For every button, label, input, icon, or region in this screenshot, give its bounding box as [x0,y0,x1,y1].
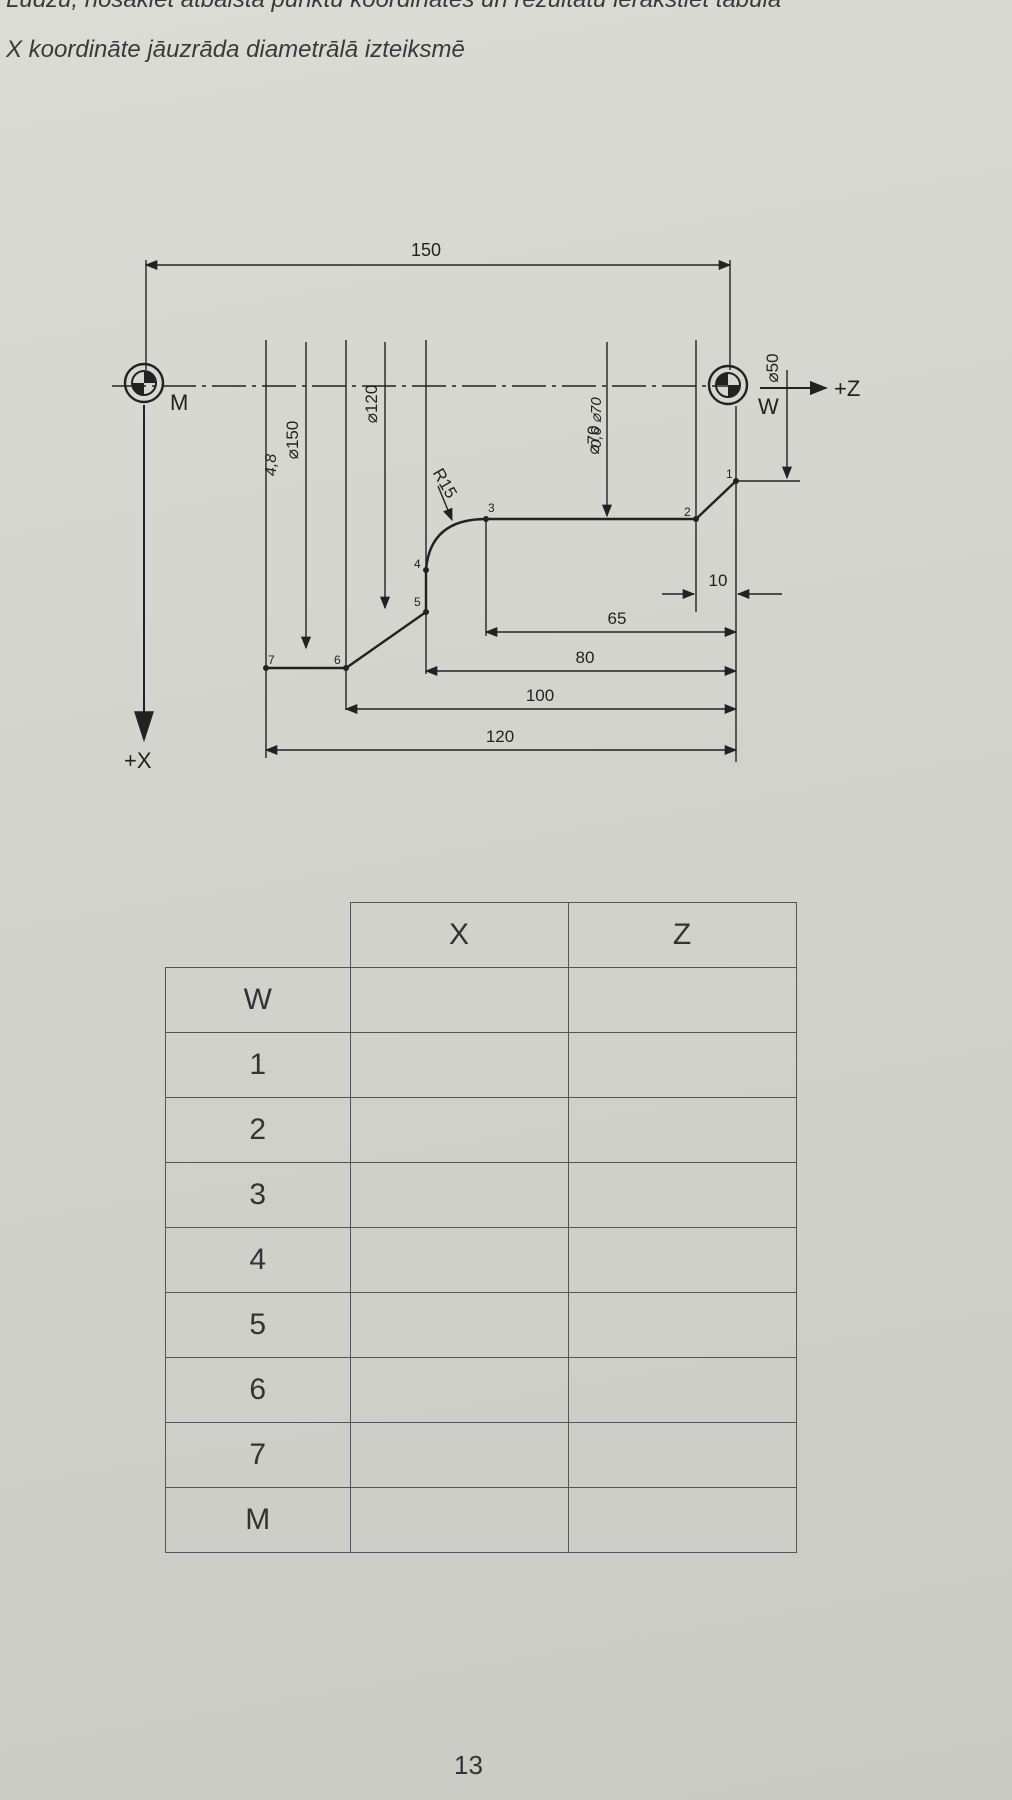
row-label: M [165,1487,351,1553]
handwritten-near-d70: 0,6 ⌀70 [588,397,605,448]
table-row: M [165,1487,797,1553]
cell-x[interactable] [349,1292,569,1358]
cell-z[interactable] [567,1097,797,1163]
cell-z[interactable] [567,967,797,1033]
cell-x[interactable] [349,1487,569,1553]
label-w: W [758,394,779,419]
x-axis-arrowhead [134,711,154,743]
coordinate-table: X Z W 1 2 3 4 5 6 7 M [165,902,797,1553]
table-corner-cell [165,902,350,968]
label-d70: ⌀70 [584,425,603,454]
row-label: W [165,967,351,1033]
part-profile [266,480,737,670]
label-m: M [170,390,188,415]
workpiece-origin-symbol [707,364,749,406]
point-1-dot [733,478,739,484]
cell-x[interactable] [349,1097,569,1163]
turning-part-drawing: 150 M W +Z +X ⌀150 4,8 ⌀120 ⌀70 0,6 ⌀70 … [112,240,860,773]
label-d120: ⌀120 [362,385,381,424]
row-label: 2 [165,1097,351,1163]
cell-x[interactable] [349,1227,569,1293]
row-label: 1 [165,1032,351,1098]
label-100: 100 [526,686,554,705]
cell-z[interactable] [567,1292,797,1358]
row-label: 5 [165,1292,351,1358]
point-3-dot [483,516,489,522]
label-80: 80 [576,648,595,667]
label-d150: ⌀150 [283,421,302,460]
cell-z[interactable] [567,1422,797,1488]
label-point-2: 2 [684,505,691,519]
cell-x[interactable] [349,967,569,1033]
cell-z[interactable] [567,1162,797,1228]
label-d50: ⌀50 [763,353,782,382]
cell-z[interactable] [567,1227,797,1293]
label-10: 10 [709,571,728,590]
label-point-6: 6 [334,653,341,667]
point-4-dot [423,567,429,573]
label-r15: R15 [429,465,461,502]
point-6-dot [343,665,349,671]
table-row: W [165,967,797,1033]
table-row: 6 [165,1357,797,1423]
point-2-dot [693,516,699,522]
handwritten-near-d150: 4,8 [263,454,280,476]
label-point-3: 3 [488,501,495,515]
cell-x[interactable] [349,1162,569,1228]
label-point-7: 7 [268,653,275,667]
instruction-line-2: X koordināte jāuzrāda diametrālā izteiks… [6,36,465,63]
instruction-line-1: Lūdzu, nosakiet atbalsta punktu koordinā… [6,0,1006,14]
point-7-dot [263,665,269,671]
label-point-5: 5 [414,595,421,609]
table-row: 7 [165,1422,797,1488]
row-label: 3 [165,1162,351,1228]
table-row: 5 [165,1292,797,1358]
cell-x[interactable] [349,1357,569,1423]
label-65: 65 [608,609,627,628]
header-z: Z [567,902,797,968]
label-point-4: 4 [414,557,421,571]
cell-z[interactable] [567,1032,797,1098]
label-120: 120 [486,727,514,746]
table-row: 1 [165,1032,797,1098]
machine-origin-symbol [123,362,165,404]
point-5-dot [423,609,429,615]
page-number: 13 [454,1750,483,1780]
r15-leader [437,485,453,522]
cell-z[interactable] [567,1357,797,1423]
label-z: +Z [834,376,860,401]
table-row: 4 [165,1227,797,1293]
cell-x[interactable] [349,1422,569,1488]
cell-x[interactable] [349,1032,569,1098]
label-x: +X [124,748,152,773]
row-label: 7 [165,1422,351,1488]
label-point-1: 1 [726,467,733,481]
table-row: 3 [165,1162,797,1228]
table-row: 2 [165,1097,797,1163]
header-x: X [349,902,569,968]
cell-z[interactable] [567,1487,797,1553]
table-header-row: X Z [165,902,797,968]
row-label: 4 [165,1227,351,1293]
label-150: 150 [411,240,441,260]
row-label: 6 [165,1357,351,1423]
